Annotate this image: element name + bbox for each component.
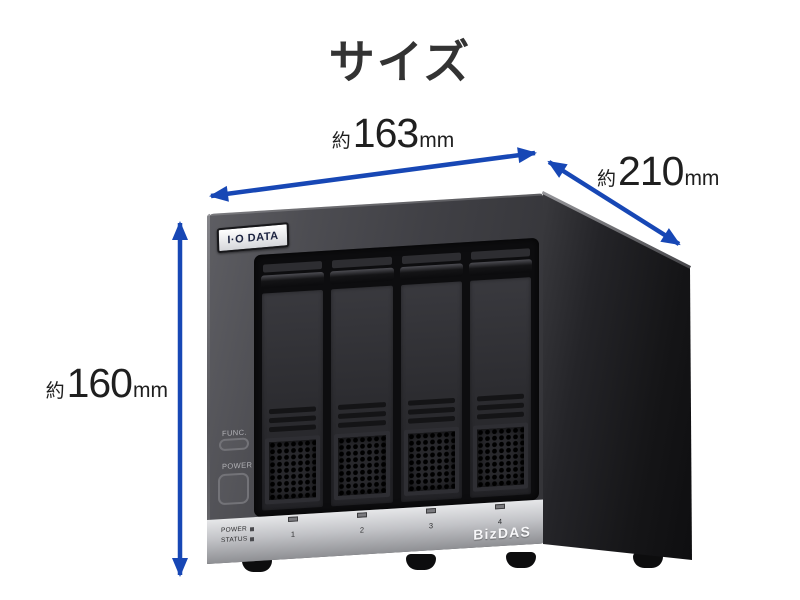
rubber-foot <box>506 552 536 568</box>
height-approx-prefix: 約 <box>45 381 65 402</box>
drive-tray-2 <box>330 256 394 507</box>
tray-handle <box>399 263 463 281</box>
vent-mesh <box>265 435 321 505</box>
status-led-row: STATUS <box>221 535 255 545</box>
func-button-label: FUNC. <box>222 427 247 439</box>
led-labels: POWER STATUS <box>221 525 255 547</box>
bay-number-1: 1 <box>281 516 305 542</box>
tray-handle <box>330 267 394 285</box>
bay-led-icon <box>426 507 436 514</box>
drive-tray-3 <box>399 252 463 503</box>
tray-latch <box>470 248 530 260</box>
bay-led-icon <box>495 503 505 510</box>
power-led-label: POWER <box>221 525 248 535</box>
device-side-panel <box>543 193 692 560</box>
device-front-panel: I·O DATA <box>207 193 543 565</box>
vent-slots <box>470 393 531 424</box>
vent-slots <box>331 402 392 433</box>
width-unit: mm <box>419 129 455 152</box>
bizdas-logo: BizDAS <box>473 523 531 543</box>
vent-mesh <box>472 422 528 492</box>
func-button <box>219 437 249 452</box>
bay-number-2: 2 <box>350 512 374 538</box>
vent-slots <box>262 406 323 437</box>
power-led-icon <box>250 526 255 531</box>
vent-mesh <box>334 430 390 501</box>
bay-led-icon <box>288 516 298 523</box>
drive-tray-1 <box>261 260 325 511</box>
tray-latch <box>263 260 323 273</box>
status-led-icon <box>250 536 255 541</box>
status-led-label: STATUS <box>221 535 248 545</box>
depth-unit: mm <box>684 167 720 190</box>
control-column: FUNC. POWER <box>207 211 254 520</box>
tray-body <box>331 285 393 507</box>
bay-number-3: 3 <box>419 507 443 534</box>
vent-slots <box>401 397 462 428</box>
vent-mesh <box>403 426 459 496</box>
tray-latch <box>332 256 392 269</box>
power-led-row: POWER <box>221 525 255 535</box>
width-approx-prefix: 約 <box>331 131 351 152</box>
page-title: サイズ <box>328 36 472 88</box>
tray-body <box>400 281 462 503</box>
bay-led-icon <box>357 512 367 518</box>
height-unit: mm <box>133 379 168 402</box>
power-button <box>218 472 249 506</box>
tray-body <box>469 277 531 498</box>
tray-handle <box>468 259 532 276</box>
rubber-foot <box>406 554 436 570</box>
height-value: 160 <box>66 360 133 406</box>
drive-bay-area <box>254 237 539 518</box>
tray-latch <box>401 252 461 265</box>
drive-tray-4 <box>468 248 532 498</box>
power-button-label: POWER <box>222 460 253 472</box>
tray-body <box>262 289 324 511</box>
tray-handle <box>261 271 325 289</box>
